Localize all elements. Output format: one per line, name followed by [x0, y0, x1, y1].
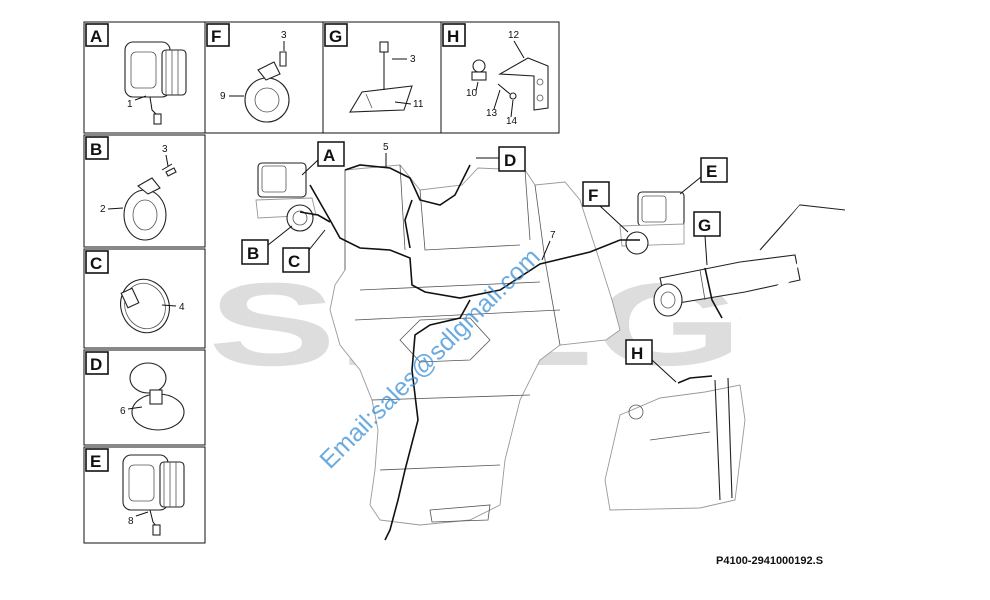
callout-F: F	[588, 186, 598, 205]
callout-3: 3	[162, 144, 168, 155]
panel-B: B 3 2	[83, 134, 206, 248]
callout-8: 8	[128, 516, 134, 527]
panel-label-B: B	[90, 140, 102, 159]
work-light-icon	[124, 41, 187, 125]
callout-3: 3	[281, 30, 287, 41]
double-cable-tie-icon	[129, 362, 185, 431]
panel-C: C 4	[83, 248, 206, 349]
callout-4: 4	[179, 302, 185, 313]
panel-E: E 8	[83, 446, 206, 544]
panel-label-D: D	[90, 355, 102, 374]
main-callouts: A B C D E F G H 5 7	[241, 141, 728, 383]
callout-B: B	[247, 244, 259, 263]
callout-E: E	[706, 162, 717, 181]
callout-7: 7	[550, 230, 556, 241]
panel-label-F: F	[211, 27, 221, 46]
callout-14: 14	[506, 116, 518, 127]
callout-9: 9	[220, 91, 226, 102]
callout-G: G	[698, 216, 711, 235]
panel-A: A 1	[83, 21, 206, 134]
callout-H: H	[631, 344, 643, 363]
callout-5: 5	[383, 142, 389, 153]
horn-icon	[123, 163, 177, 241]
panel-label-C: C	[90, 254, 102, 273]
panel-label-H: H	[447, 27, 459, 46]
panel-D: D 6	[83, 349, 206, 446]
bucket-assembly	[604, 377, 746, 511]
hydraulic-cylinder	[653, 204, 851, 321]
horn-icon	[244, 51, 290, 123]
callout-2: 2	[100, 204, 106, 215]
horn-right	[625, 231, 649, 255]
callout-12: 12	[508, 30, 520, 41]
panel-H: H 12 10 13 14	[440, 21, 560, 134]
callout-10: 10	[466, 88, 478, 99]
callout-6: 6	[120, 406, 126, 417]
mounting-bracket-icon	[471, 57, 549, 111]
callout-3: 3	[410, 54, 416, 65]
horn-left	[286, 204, 314, 232]
panel-label-G: G	[329, 27, 342, 46]
callout-1: 1	[127, 99, 133, 110]
cable-tie-icon	[120, 278, 170, 334]
panel-F: F 3 9	[204, 21, 324, 134]
wiring-harness	[299, 164, 723, 541]
callout-A: A	[323, 146, 335, 165]
bracket-icon	[349, 41, 413, 113]
callout-D: D	[504, 151, 516, 170]
panel-G: G 3 11	[322, 21, 442, 134]
panel-label-A: A	[90, 27, 102, 46]
callout-13: 13	[486, 108, 498, 119]
panel-label-E: E	[90, 452, 101, 471]
callout-11: 11	[413, 99, 424, 110]
callout-C: C	[288, 252, 300, 271]
reference-code: P4100-2941000192.S	[716, 555, 823, 567]
work-light-icon	[122, 454, 185, 536]
